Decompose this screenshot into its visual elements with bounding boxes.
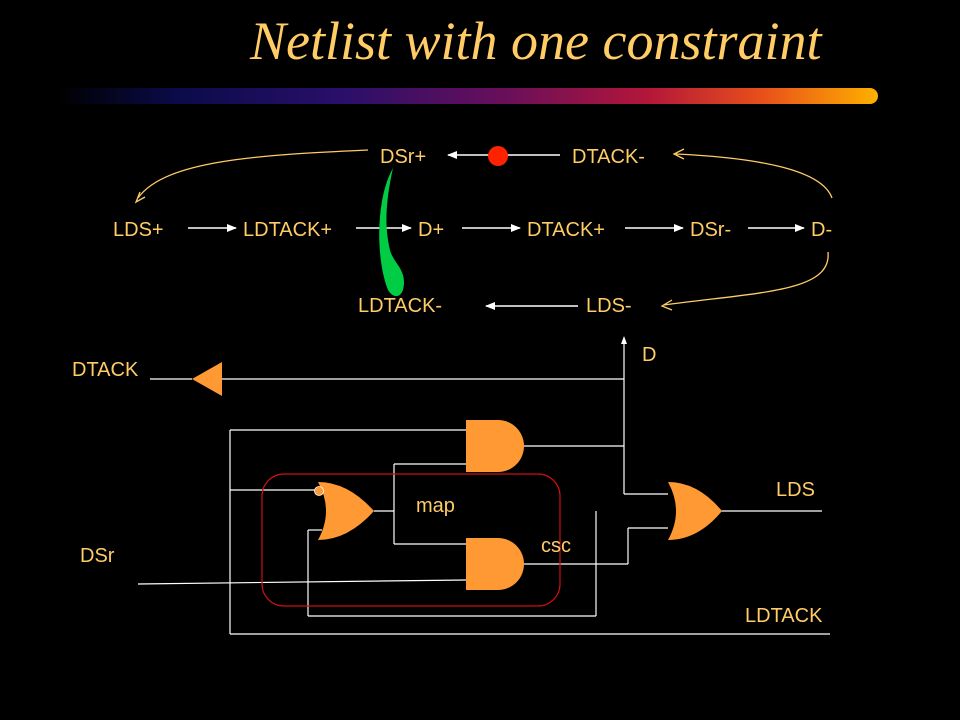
stg-node-d-plus: D+ (418, 219, 444, 241)
stg-graph: DSr+ DTACK- LDS+ LDTACK+ D+ DTACK+ DSr- … (113, 146, 833, 317)
stg-node-lds-minus: LDS- (586, 295, 632, 317)
label-d: D (642, 344, 656, 366)
gates (192, 362, 722, 590)
and-gate-bottom (466, 538, 524, 590)
stg-node-dtack-plus: DTACK+ (527, 219, 605, 241)
inverter-bubble (314, 486, 324, 496)
or-gate-lds (668, 482, 722, 540)
stg-node-ldtack-minus: LDTACK- (358, 295, 442, 317)
map-csc-box (261, 473, 561, 607)
title-gradient-bar (55, 88, 878, 104)
label-dtack: DTACK (72, 359, 139, 381)
wire-dsr (137, 579, 467, 585)
stg-node-d-minus: D- (811, 219, 832, 241)
stg-arc-d-dtack (675, 153, 833, 199)
stg-node-ldtack-plus: LDTACK+ (243, 219, 332, 241)
stg-node-dtack-minus: DTACK- (572, 146, 645, 168)
label-ldtack: LDTACK (745, 605, 823, 627)
label-dsr: DSr (80, 545, 115, 567)
buffer-gate (192, 362, 222, 396)
and-gate-top (466, 420, 524, 472)
stg-node-lds-plus: LDS+ (113, 219, 164, 241)
stg-arc-dsr-lds (137, 149, 369, 199)
stg-node-dsr-minus: DSr- (690, 219, 731, 241)
stg-node-dsr-plus: DSr+ (380, 146, 426, 168)
flow-arrow-green (379, 168, 404, 297)
slide-title: Netlist with one constraint (250, 11, 822, 71)
label-lds: LDS (776, 479, 815, 501)
constraint-token-dot (488, 146, 508, 166)
or-gate-csc (318, 482, 374, 540)
circuit (137, 340, 830, 635)
label-csc: csc (541, 535, 571, 557)
label-map: map (416, 495, 455, 517)
stg-arc-d-lds (663, 251, 829, 306)
